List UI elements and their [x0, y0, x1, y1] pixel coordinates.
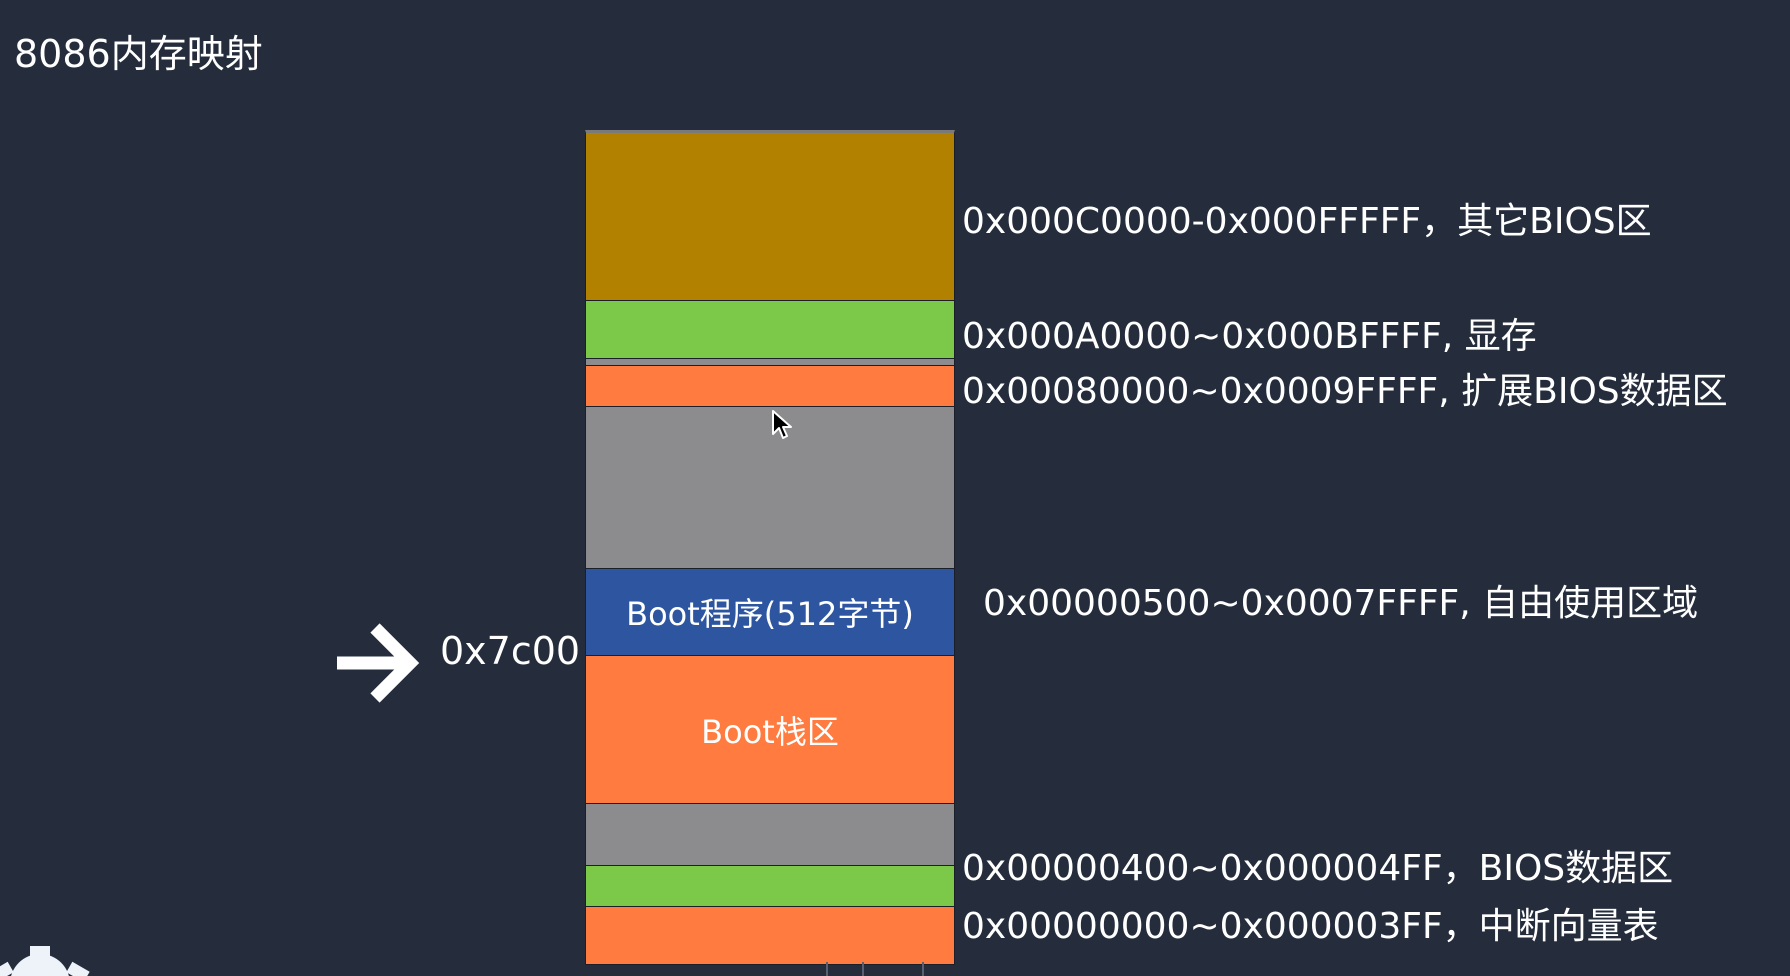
block-ext-bios-data — [585, 365, 955, 407]
boot-address-marker: 0x7c00 — [440, 629, 581, 673]
memory-map-column: Boot程序(512字节) Boot栈区 — [585, 130, 955, 965]
mouse-cursor-icon — [772, 410, 792, 439]
label-ext-bios-data: 0x00080000~0x0009FFFF, 扩展BIOS数据区 — [962, 371, 1728, 412]
page-title: 8086内存映射 — [14, 32, 263, 76]
block-boot-stack: Boot栈区 — [585, 655, 955, 805]
boot-program-label: Boot程序(512字节) — [626, 595, 914, 633]
block-bios-other — [585, 130, 955, 302]
block-bios-data — [585, 865, 955, 907]
label-bios-other: 0x000C0000-0x000FFFFF，其它BIOS区 — [962, 201, 1652, 242]
block-boot-program: Boot程序(512字节) — [585, 568, 955, 656]
right-arrow-icon — [337, 623, 420, 703]
block-ivt — [585, 906, 955, 965]
gear-icon — [0, 946, 90, 976]
label-bios-data: 0x00000400~0x000004FF，BIOS数据区 — [962, 848, 1674, 889]
boot-stack-label: Boot栈区 — [701, 713, 839, 751]
label-video-memory: 0x000A0000~0x000BFFFF, 显存 — [962, 316, 1537, 357]
label-free-area: 0x00000500~0x0007FFFF, 自由使用区域 — [983, 583, 1699, 624]
block-free-upper — [585, 406, 955, 570]
block-free-lower — [585, 803, 955, 867]
label-ivt: 0x00000000~0x000003FF，中断向量表 — [962, 906, 1659, 947]
bottom-ticks — [826, 962, 924, 976]
block-video-memory — [585, 300, 955, 360]
